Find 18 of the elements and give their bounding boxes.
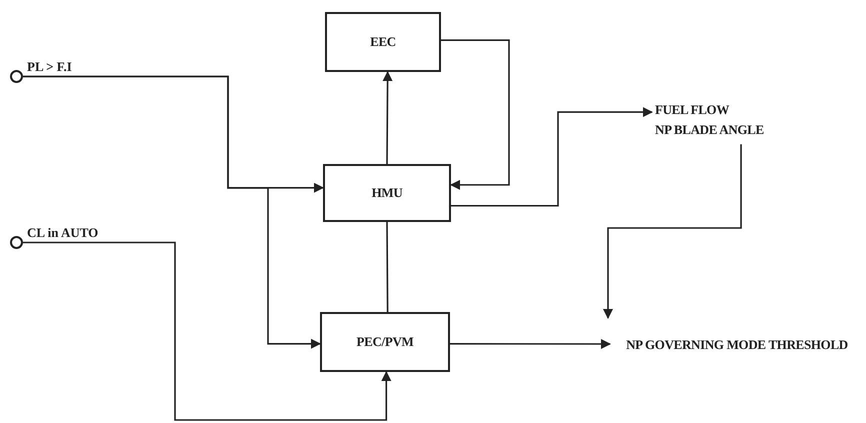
- arrow: [450, 339, 611, 349]
- arrow: [451, 107, 653, 207]
- box-label: HMU: [372, 184, 402, 202]
- arrow: [23, 76, 321, 349]
- arrow: [603, 144, 742, 319]
- output-label: NP BLADE ANGLE: [655, 121, 764, 139]
- arrow: [23, 242, 392, 421]
- input-label: PL > F.I: [27, 58, 72, 76]
- process-box: [323, 164, 451, 222]
- arrow: [382, 71, 393, 164]
- input-label: CL in AUTO: [27, 224, 98, 242]
- box-label: PEC/PVM: [356, 333, 414, 351]
- output-label: NP GOVERNING MODE THRESHOLD: [626, 336, 848, 354]
- arrow: [441, 39, 510, 190]
- process-box: [320, 312, 450, 372]
- box-label: EEC: [370, 33, 396, 51]
- output-label: FUEL FLOW: [655, 101, 730, 119]
- process-box: [325, 12, 441, 72]
